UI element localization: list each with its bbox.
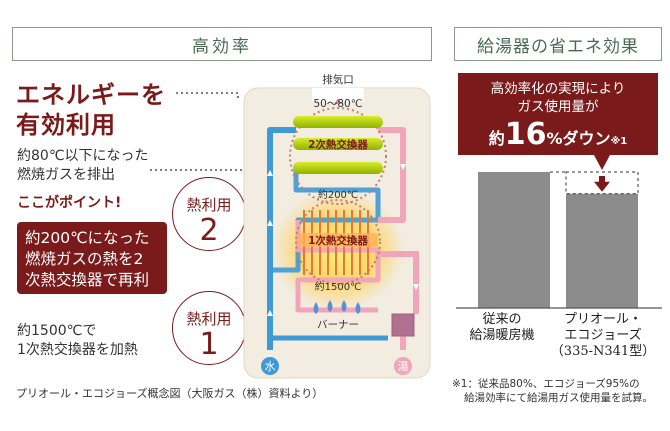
reduction-value: 16 bbox=[504, 117, 547, 152]
diagram-caption: プリオール・エコジョーズ概念図（大阪ガス（株）資料より） bbox=[16, 387, 324, 400]
burner-text: 約1500℃で 1次熱交換器を加熱 bbox=[17, 322, 138, 360]
burner-text-line-1: 約1500℃で bbox=[17, 323, 97, 339]
headline-line-1: エネルギーを bbox=[16, 81, 166, 109]
water-label: 水 bbox=[265, 360, 276, 373]
exhaust-text-line-1: 約80℃以下になった bbox=[17, 148, 149, 164]
headline: エネルギーを 有効利用 bbox=[16, 80, 166, 140]
reduction-prefix: 約 bbox=[488, 129, 505, 148]
bar-label-line: 給湯暖房機 bbox=[469, 328, 535, 343]
exhaust-text-line-2: 燃焼ガスを排出 bbox=[17, 167, 115, 183]
red-box-line-3: 次熱交換器で再利 bbox=[25, 271, 150, 289]
red-box-line-2: 燃焼ガスの熱を2 bbox=[25, 250, 144, 268]
point-label: ここがポイント! bbox=[17, 195, 122, 211]
temp-mid-label: 約200℃ bbox=[318, 188, 358, 201]
red-box-line-1: 約200℃になった bbox=[25, 229, 150, 247]
right-header: 給湯器の省エネ効果 bbox=[454, 27, 662, 61]
boiler-diagram: 排気口 50～80℃ 2次熱交換器 約200℃ 1次熱交換器 約1500℃ バー… bbox=[243, 73, 431, 379]
bar-label-conventional: 従来の 給湯暖房機 bbox=[462, 312, 542, 344]
effect-callout: 高効率化の実現により ガス使用量が 約16%ダウン※1 bbox=[458, 73, 658, 155]
reduction-suffix: %ダウン bbox=[546, 129, 611, 148]
hot-water-label: 湯 bbox=[398, 360, 409, 373]
bar-label-ecojozu: プリオール・ エコジョーズ （335-N341型） bbox=[548, 312, 658, 360]
note-ref: ※1 bbox=[610, 136, 628, 147]
reduction-outline bbox=[565, 171, 639, 195]
heat-use-label: 熱利用 bbox=[186, 196, 232, 214]
red-box: 約200℃になった 燃焼ガスの熱を2 次熱交換器で再利 bbox=[17, 222, 167, 294]
temp-bottom-label: 約1500℃ bbox=[315, 280, 362, 293]
footnote-line-1: ※1：従来品80%、エコジョーズ95%の bbox=[452, 378, 640, 390]
footnote: ※1：従来品80%、エコジョーズ95%の 給湯効率にて給湯用ガス使用量を試算。 bbox=[452, 377, 653, 405]
burner-text-line-2: 1次熱交換器を加熱 bbox=[17, 342, 138, 358]
heat-use-number: 2 bbox=[199, 213, 219, 248]
bar-label-line: 従来の bbox=[482, 312, 522, 327]
effect-title-line-1: 高効率化の実現により bbox=[490, 81, 626, 97]
exhaust-label: 排気口 bbox=[322, 73, 354, 86]
heat-use-circle-1: 熱利用 1 bbox=[172, 291, 246, 365]
bar-0 bbox=[478, 172, 550, 308]
down-arrow-icon bbox=[594, 176, 610, 192]
secondary-hx-label: 2次熱交換器 bbox=[308, 138, 368, 151]
savings-bar-chart bbox=[456, 155, 662, 309]
bar-label-line: （335-N341型） bbox=[550, 344, 656, 359]
burner-label: バーナー bbox=[317, 319, 359, 331]
bar-label-line: エコジョーズ bbox=[564, 328, 642, 343]
footnote-line-2: 給湯効率にて給湯用ガス使用量を試算。 bbox=[464, 392, 653, 404]
bar-1 bbox=[566, 193, 638, 308]
reduction-row: 約16%ダウン※1 bbox=[458, 117, 658, 152]
effect-title-line-2: ガス使用量が bbox=[517, 99, 599, 115]
heat-use-number: 1 bbox=[199, 327, 219, 362]
left-header: 高効率 bbox=[12, 27, 432, 61]
primary-hx-label: 1次熱交換器 bbox=[308, 234, 368, 247]
bar-label-line: プリオール・ bbox=[563, 312, 642, 327]
exhaust-text: 約80℃以下になった 燃焼ガスを排出 bbox=[17, 147, 149, 185]
temp-top-label: 50～80℃ bbox=[313, 98, 362, 110]
heat-use-label: 熱利用 bbox=[186, 310, 232, 328]
headline-line-2: 有効利用 bbox=[16, 111, 116, 139]
